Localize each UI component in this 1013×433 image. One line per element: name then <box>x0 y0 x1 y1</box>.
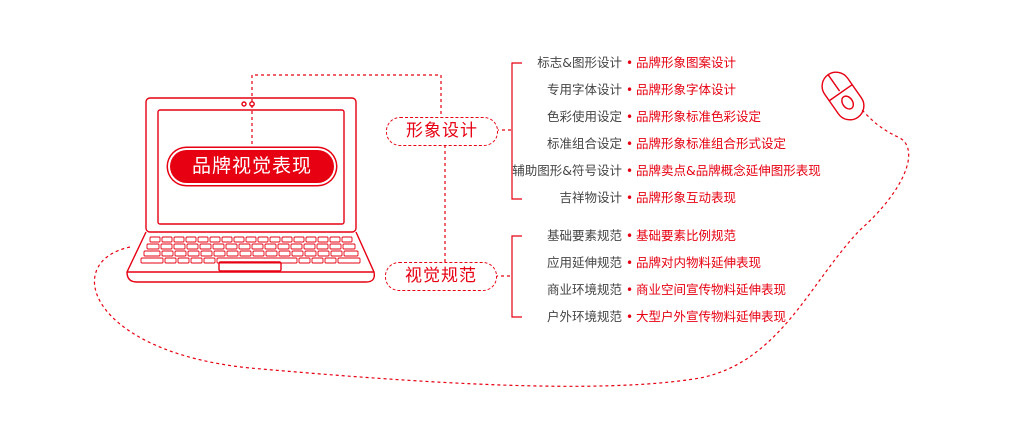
item-label: 标志&图形设计 <box>537 55 622 70</box>
list-item-value: •商业空间宣传物料延伸表现 <box>622 280 882 300</box>
list-item-value: •品牌对内物料延伸表现 <box>622 253 882 273</box>
list-item: 专用字体设计 <box>482 80 622 100</box>
bullet-dot-icon: • <box>626 164 634 178</box>
group-title-identity-design: 形象设计 <box>386 117 498 146</box>
list-item-value: •品牌形象互动表现 <box>622 188 882 208</box>
list-item: 基础要素规范 <box>482 226 622 246</box>
item-label: 户外环境规范 <box>546 309 622 324</box>
item-label: 吉祥物设计 <box>559 190 622 205</box>
list-item: 吉祥物设计 <box>482 188 622 208</box>
computer-mouse-icon <box>821 71 865 121</box>
item-label: 专用字体设计 <box>546 82 622 97</box>
bullet-dot-icon: • <box>626 283 634 297</box>
list-item-value: •品牌卖点&品牌概念延伸图形表现 <box>622 161 882 181</box>
list-item: 标志&图形设计 <box>482 53 622 73</box>
item-value: 品牌形象图案设计 <box>636 55 737 70</box>
list-item: 应用延伸规范 <box>482 253 622 273</box>
list-item: 色彩使用设定 <box>482 107 622 127</box>
item-label: 基础要素规范 <box>546 228 622 243</box>
item-value: 基础要素比例规范 <box>636 228 737 243</box>
bullet-dot-icon: • <box>626 256 634 270</box>
item-value: 大型户外宣传物料延伸表现 <box>636 309 787 324</box>
item-label: 商业环境规范 <box>546 282 622 297</box>
keyboard-keys <box>140 236 361 264</box>
list-item-value: •大型户外宣传物料延伸表现 <box>622 307 882 327</box>
list-item: 户外环境规范 <box>482 307 622 327</box>
list-item-value: •品牌形象标准组合形式设定 <box>622 134 882 154</box>
bullet-dot-icon: • <box>626 56 634 70</box>
list-item-value: •基础要素比例规范 <box>622 226 882 246</box>
bullet-dot-icon: • <box>626 310 634 324</box>
item-label: 色彩使用设定 <box>546 109 622 124</box>
list-item-value: •品牌形象图案设计 <box>622 53 882 73</box>
bullet-dot-icon: • <box>626 110 634 124</box>
item-value: 品牌形象字体设计 <box>636 82 737 97</box>
main-title: 品牌视觉表现 <box>170 150 334 183</box>
bullet-dot-icon: • <box>626 229 634 243</box>
list-item: 辅助图形&符号设计 <box>482 161 622 181</box>
item-value: 品牌形象标准色彩设定 <box>636 109 762 124</box>
dashed-connectors <box>93 74 910 387</box>
item-value: 品牌形象标准组合形式设定 <box>636 136 787 151</box>
item-value: 品牌形象互动表现 <box>636 190 737 205</box>
bullet-dot-icon: • <box>626 83 634 97</box>
item-label: 辅助图形&符号设计 <box>512 163 622 178</box>
list-item-value: •品牌形象标准色彩设定 <box>622 107 882 127</box>
list-item: 标准组合设定 <box>482 134 622 154</box>
bullet-dot-icon: • <box>626 191 634 205</box>
item-label: 应用延伸规范 <box>546 255 622 270</box>
laptop-icon <box>126 97 376 283</box>
bracket-lines <box>511 62 522 318</box>
list-item: 商业环境规范 <box>482 280 622 300</box>
item-value: 品牌卖点&品牌概念延伸图形表现 <box>636 163 821 178</box>
bullet-dot-icon: • <box>626 137 634 151</box>
group-title-visual-standards: 视觉规范 <box>385 262 497 291</box>
item-value: 商业空间宣传物料延伸表现 <box>636 282 787 297</box>
item-value: 品牌对内物料延伸表现 <box>636 255 762 270</box>
item-label: 标准组合设定 <box>546 136 622 151</box>
list-item-value: •品牌形象字体设计 <box>622 80 882 100</box>
